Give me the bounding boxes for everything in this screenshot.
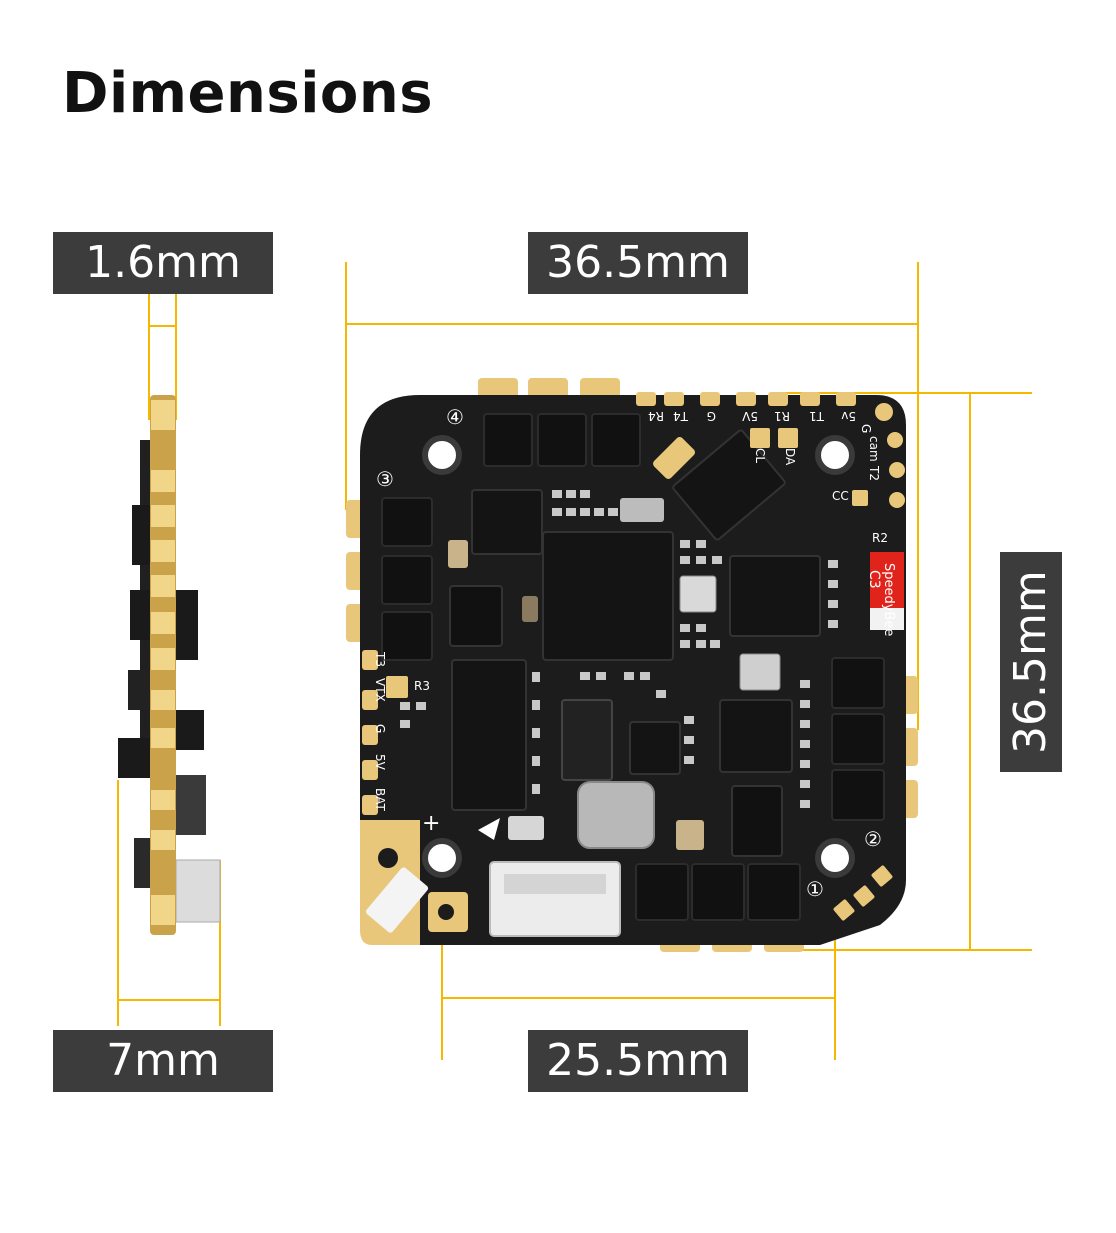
pad-label: R1 <box>774 409 790 423</box>
pad-label: R3 <box>414 679 430 693</box>
corner-number: ① <box>806 877 824 901</box>
pad-label: BAT <box>373 788 387 812</box>
pad-label: R2 <box>872 531 888 545</box>
brand-silkscreen: SpeedyBee <box>881 563 896 636</box>
thickness-label: 1.6mm <box>53 232 273 294</box>
board-top-view <box>346 378 918 952</box>
silkscreen-labels: R4 T4 G 5V R1 T1 5v G cam T2 R2 CL DA CC… <box>373 405 896 901</box>
arrow-icon <box>478 818 500 840</box>
pad-label: 5V <box>741 409 758 423</box>
width-label: 36.5mm <box>528 232 748 294</box>
pad-label: cam <box>867 436 881 462</box>
pad-label: G <box>707 409 716 423</box>
board-side-view <box>118 395 221 935</box>
page-title: Dimensions <box>62 61 434 126</box>
pad-label: DA <box>783 448 797 466</box>
pad-label: 5v <box>841 409 856 423</box>
polarity-mark: + <box>422 811 440 836</box>
corner-number: ④ <box>446 405 464 429</box>
pad-label: CC <box>832 489 849 503</box>
pad-label: T4 <box>673 409 689 423</box>
corner-number: ③ <box>376 467 394 491</box>
pad-label: 5V <box>373 754 387 771</box>
pad-label: CL <box>753 448 767 463</box>
pad-label: C3 <box>866 570 882 589</box>
mount-spacing-label: 25.5mm <box>528 1030 748 1092</box>
pad-label: G <box>859 424 873 433</box>
pad-label: T1 <box>809 409 825 423</box>
pad-label: T3 <box>373 651 387 667</box>
pad-label: T2 <box>867 465 881 481</box>
corner-number: ② <box>864 827 882 851</box>
pad-label: R4 <box>648 409 664 423</box>
pad-label: G <box>373 724 387 733</box>
pad-label: VTX <box>373 678 387 702</box>
side-height-label: 7mm <box>53 1030 273 1092</box>
